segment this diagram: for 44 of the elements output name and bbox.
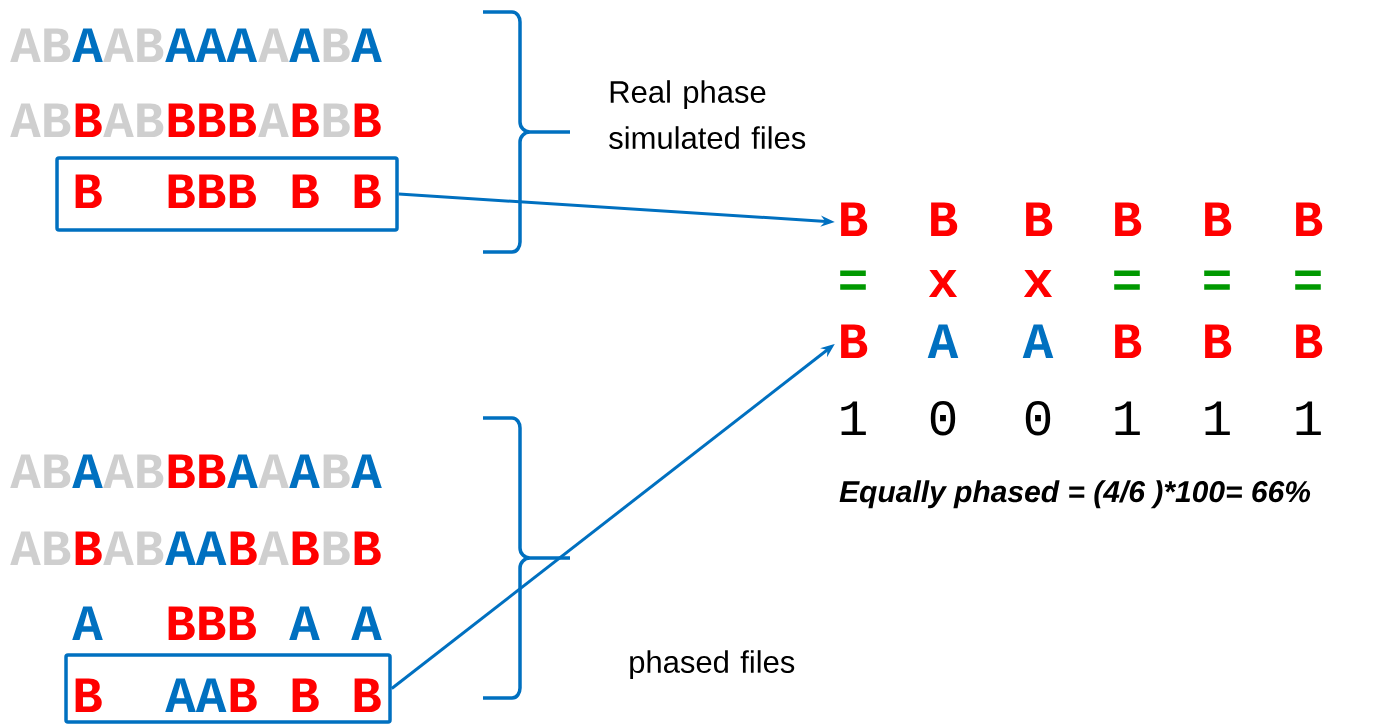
score-digit: 0: [930, 400, 956, 436]
allele-letters: B: [230, 531, 257, 565]
comparison-sign: x: [1023, 270, 1053, 297]
comparison-sign: =: [1114, 270, 1140, 290]
allele-letter: B: [931, 202, 958, 236]
comparison-sign: =: [1204, 270, 1230, 290]
formula-text: Equally phased = (4/6 )*100= 66%: [839, 480, 1311, 509]
highlight-box: B AAB B B: [64, 653, 392, 724]
allele-letters: A: [227, 454, 258, 488]
allele-letter: B: [1296, 202, 1323, 236]
allele-letter: B: [1296, 324, 1323, 358]
highlight-box: B BBB B B: [55, 156, 399, 232]
comparison-sign: =: [1295, 270, 1321, 290]
allele-letters: A: [351, 606, 382, 640]
description-text: phased files: [630, 650, 795, 680]
allele-letter: B: [1205, 324, 1232, 358]
score-digit: 1: [841, 401, 866, 435]
allele-letters: B: [354, 531, 381, 565]
score-digit: 1: [1115, 401, 1140, 435]
allele-letters: B: [75, 531, 102, 565]
allele-letter: B: [1115, 202, 1142, 236]
score-digit: 1: [1205, 401, 1230, 435]
allele-letter: A: [927, 324, 959, 358]
allele-letters: A: [289, 454, 320, 488]
allele-letters: A: [72, 28, 103, 62]
allele-letters: A: [72, 454, 103, 488]
allele-letters: AA: [165, 531, 227, 565]
allele-letters: A: [289, 28, 320, 62]
allele-letter: B: [1115, 324, 1142, 358]
score-digit: 0: [1025, 400, 1051, 436]
description-text: Real phase simulated files: [609, 80, 806, 149]
allele-letter: B: [1026, 202, 1053, 236]
allele-letters: AAA: [165, 28, 257, 62]
allele-letters: A: [351, 28, 382, 62]
allele-letter: B: [841, 202, 868, 236]
allele-letters: BB: [168, 454, 226, 488]
comparison-sign: x: [928, 270, 958, 297]
comparison-sign: =: [840, 270, 866, 290]
allele-letters: B: [292, 531, 319, 565]
score-digit: 1: [1296, 401, 1321, 435]
allele-letter: A: [1022, 324, 1054, 358]
allele-letter: B: [1205, 202, 1232, 236]
allele-letters: A: [351, 454, 382, 488]
allele-letter: B: [841, 324, 868, 358]
